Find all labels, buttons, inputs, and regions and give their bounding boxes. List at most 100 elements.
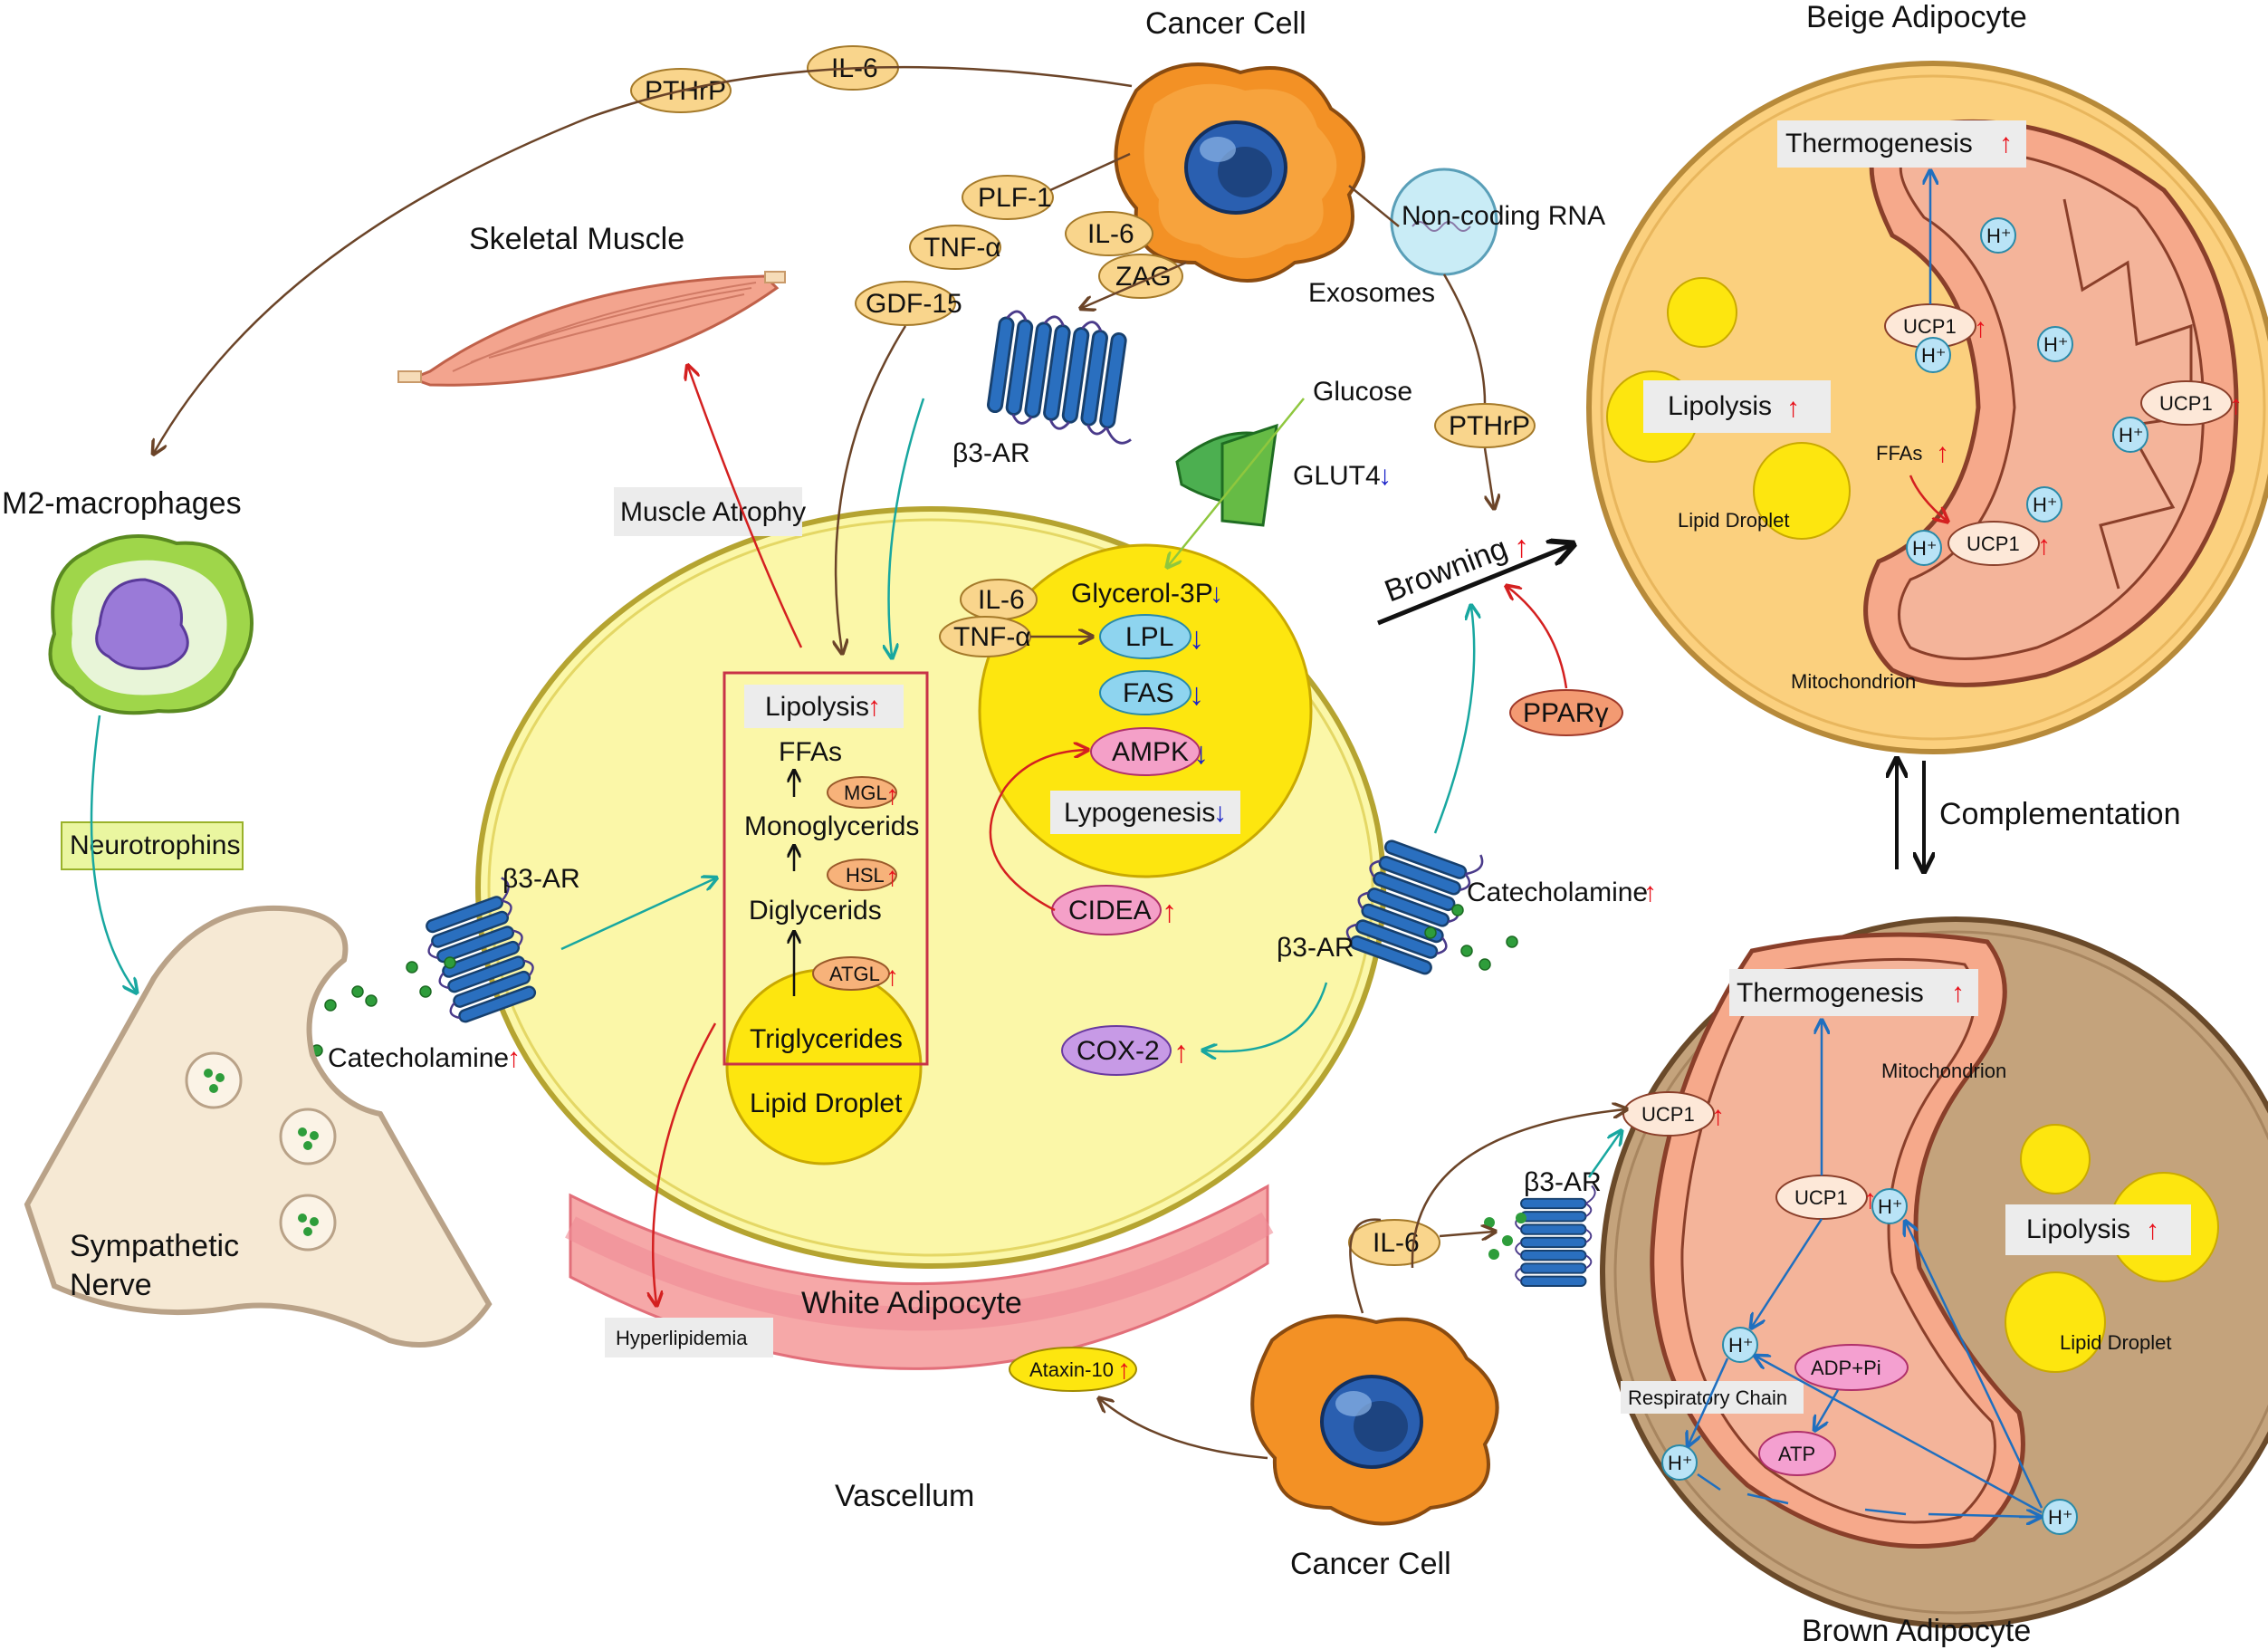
il6-inner-label: IL-6 <box>978 585 1025 615</box>
m2-macrophage <box>48 534 254 715</box>
atp-factor <box>1758 1431 1836 1476</box>
fas-label: FAS <box>1123 678 1174 708</box>
fas-enzyme <box>1099 670 1191 715</box>
plf1-factor <box>962 175 1054 220</box>
beige-lipolysis-label: Lipolysis <box>1668 391 1772 421</box>
complementation-label: Complementation <box>1939 797 2180 831</box>
beige-ucp1-right-label: UCP1 <box>2159 392 2213 415</box>
muscle-atrophy-label: Muscle Atrophy <box>620 497 806 527</box>
brown-catecholamine-dots <box>1484 1213 1526 1260</box>
beige-ucp1-top-label: UCP1 <box>1903 315 1957 338</box>
glycerol3p-down-arrow: ↓ <box>1210 579 1223 609</box>
hsl-enzyme <box>827 859 897 891</box>
neurotrophins-label: Neurotrophins <box>70 830 240 860</box>
brown-thermogenesis-arrow: ↑ <box>1951 978 1965 1008</box>
brown-ucp1-mid-label: UCP1 <box>1794 1186 1848 1209</box>
cox2-factor <box>1061 1025 1172 1076</box>
hsl-up-arrow: ↑ <box>885 862 899 892</box>
mgl-label: MGL <box>844 782 887 804</box>
respiratory-chain-label: Respiratory Chain <box>1628 1386 1787 1409</box>
exosomes-label: Exosomes <box>1308 278 1435 308</box>
mgl-enzyme <box>827 776 897 809</box>
tnfa-inner-label: TNF-α <box>953 622 1031 652</box>
catecholamine-left-label: Catecholamine <box>328 1043 509 1073</box>
glucose-label: Glucose <box>1313 377 1412 407</box>
skeletal-muscle <box>397 271 786 387</box>
brown-ucp1-top-arrow: ↑ <box>1711 1101 1725 1131</box>
noncoding-rna-label: Non-coding RNA <box>1402 201 1605 231</box>
ataxin10-factor <box>1009 1347 1137 1392</box>
cidea-up-arrow: ↑ <box>1162 895 1177 929</box>
zag-label: ZAG <box>1115 262 1172 292</box>
adp-pi-factor <box>1794 1344 1909 1391</box>
atgl-up-arrow: ↑ <box>885 962 899 992</box>
ampk-label: AMPK <box>1112 737 1189 767</box>
ampk-down-arrow: ↓ <box>1193 736 1209 771</box>
brown-h-ion-3: H⁺ <box>1668 1452 1693 1474</box>
mgl-up-arrow: ↑ <box>885 781 899 811</box>
beige-lipid-droplet-3 <box>1753 442 1851 540</box>
browning-up-arrow: ↑ <box>1514 530 1529 564</box>
monoglycerids-label: Monoglycerids <box>744 811 919 841</box>
hsl-label: HSL <box>846 864 885 887</box>
b3ar-top-receptor <box>983 308 1148 446</box>
skeletal-muscle-title: Skeletal Muscle <box>469 222 684 256</box>
sympathetic-nerve <box>24 905 493 1348</box>
beige-thermogenesis-arrow: ↑ <box>1999 129 2013 158</box>
hyperlipidemia-label: Hyperlipidemia <box>616 1327 748 1349</box>
beige-thermogenesis-label: Thermogenesis <box>1785 129 1973 158</box>
sympathetic-nerve-title-1: Sympathetic <box>70 1229 239 1263</box>
cancer-cell-bottom-title: Cancer Cell <box>1290 1547 1451 1581</box>
cancer-cell-top <box>1114 62 1365 283</box>
il6-mid-label: IL-6 <box>1087 219 1134 249</box>
b3ar-top-label: β3-AR <box>952 438 1030 468</box>
browning-arrow <box>1377 545 1571 626</box>
brown-lipid-droplet-1 <box>2020 1124 2091 1194</box>
beige-h-ion-3: H⁺ <box>2043 333 2069 356</box>
brown-h-ion-2: H⁺ <box>1728 1334 1754 1357</box>
cox2-up-arrow: ↑ <box>1173 1035 1189 1070</box>
beige-ucp1-bottom <box>1947 521 2040 566</box>
lipolysis-white-label: Lipolysis <box>765 692 869 722</box>
lypogenesis-label: Lypogenesis <box>1064 798 1215 828</box>
beige-mitochondrion-label: Mitochondrion <box>1791 670 1916 693</box>
glut4-down-arrow: ↓ <box>1378 461 1392 491</box>
brown-mitochondrion-label: Mitochondrion <box>1881 1060 2006 1082</box>
beige-h-ion-4: H⁺ <box>2119 424 2144 446</box>
il6-bottom-factor <box>1348 1219 1440 1266</box>
glycerol3p-label: Glycerol-3P <box>1071 579 1213 609</box>
beige-h-ion-1: H⁺ <box>1986 225 2012 247</box>
tnfa-top-label: TNF-α <box>923 233 1001 263</box>
lpl-enzyme <box>1099 614 1191 659</box>
diglycerids-label: Diglycerids <box>749 896 882 926</box>
brown-lipid-droplet-3 <box>2005 1271 2106 1373</box>
brown-ucp1-top-label: UCP1 <box>1641 1103 1695 1126</box>
brown-h-ion-4: H⁺ <box>2048 1506 2073 1529</box>
lipolysis-pathway-box <box>723 671 929 1066</box>
glut4-label: GLUT4 <box>1293 461 1381 491</box>
il6-mid-factor <box>1065 211 1153 256</box>
atgl-label: ATGL <box>829 963 880 985</box>
sympathetic-nerve-title-2: Nerve <box>70 1268 152 1302</box>
catecholamine-dots <box>311 904 1518 1057</box>
cidea-label: CIDEA <box>1068 896 1152 926</box>
triglycerides-label: Triglycerides <box>750 1024 903 1054</box>
beige-ffas-arrow: ↑ <box>1936 438 1949 468</box>
lipid-droplet-white <box>725 968 923 1166</box>
ppar-label: PPARγ <box>1523 698 1608 728</box>
pthrp-right-factor <box>1434 403 1536 448</box>
glut4-transporter <box>1175 423 1278 527</box>
gdf15-factor <box>855 281 956 326</box>
b3ar-left-label: β3-AR <box>502 864 580 894</box>
b3ar-brown-label: β3-AR <box>1524 1167 1602 1197</box>
beige-lipid-droplet-label: Lipid Droplet <box>1678 509 1790 532</box>
atgl-enzyme <box>812 956 890 991</box>
lpl-down-arrow: ↓ <box>1189 621 1204 656</box>
beige-h-ion-6: H⁺ <box>1912 537 1938 560</box>
m2-macrophages-title: M2-macrophages <box>2 486 242 521</box>
catecholamine-right-label: Catecholamine <box>1467 878 1648 907</box>
catecholamine-left-arrow: ↑ <box>507 1043 521 1073</box>
beige-ucp1-bottom-arrow: ↑ <box>2037 531 2051 561</box>
lipid-droplet-white-label: Lipid Droplet <box>750 1089 903 1118</box>
